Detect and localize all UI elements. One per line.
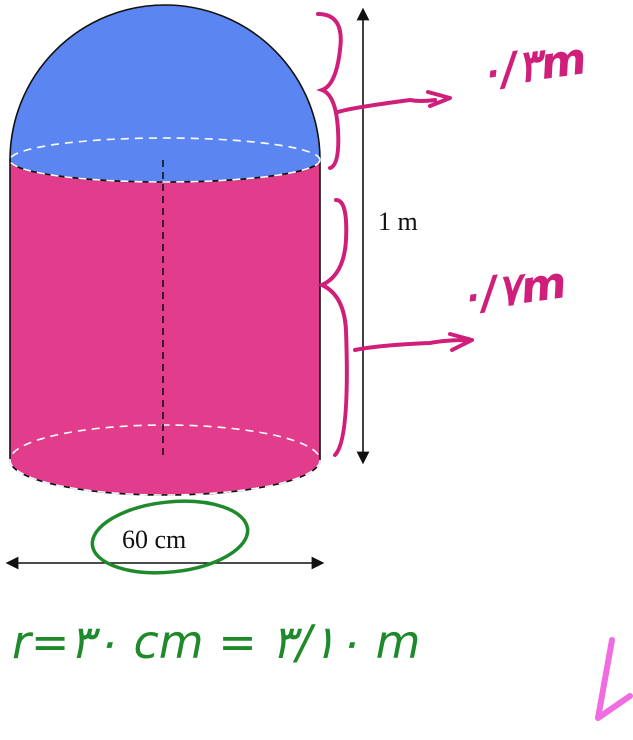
- dome-height-annotation: ٠/٣m: [474, 33, 589, 99]
- diameter-circle-mark: [90, 499, 250, 575]
- radius-computation: r=٣٠ cm = ٣/١٠ m: [12, 615, 420, 669]
- dome-brace: [316, 12, 343, 170]
- cylinder-body: [9, 159, 321, 496]
- cylinder-height-annotation: ٠/٧m: [454, 257, 569, 323]
- dome-pointer: [336, 90, 452, 114]
- diameter-label: 60 cm: [122, 525, 186, 554]
- cylinder-pointer: [353, 332, 474, 352]
- cylinder-brace: [317, 198, 349, 457]
- hemisphere-dome: [9, 4, 321, 183]
- stray-mark: [595, 637, 633, 721]
- height-label: 1 m: [378, 207, 418, 236]
- bottom-dashed-ellipse: [9, 424, 321, 496]
- top-dashed-ellipse: [9, 137, 321, 183]
